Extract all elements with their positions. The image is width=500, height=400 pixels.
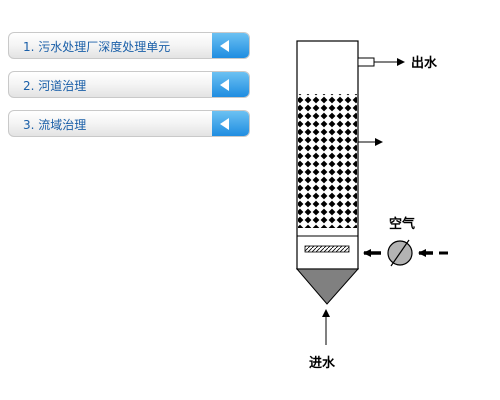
menu-item-label: 2. 河道治理 [23,79,87,93]
menu-item-label: 1. 污水处理厂深度处理单元 [23,40,171,54]
air-valve-slash [390,239,410,267]
menu-item-label: 3. 流域治理 [23,118,87,132]
nav-menu: 1. 污水处理厂深度处理单元 2. 河道治理 3. 流域治理 [8,32,250,149]
left-arrow-icon [220,118,229,130]
inlet-label: 进水 [309,355,336,371]
outlet-pipe [357,57,375,67]
menu-item-wastewater-treatment[interactable]: 1. 污水处理厂深度处理单元 [8,32,250,59]
menu-item-basin-treatment[interactable]: 3. 流域治理 [8,110,250,137]
arrow-tab [212,33,249,58]
menu-item-river-treatment[interactable]: 2. 河道治理 [8,71,250,98]
media-bed [298,94,357,228]
air-diffuser [304,245,350,253]
left-arrow-icon [220,40,229,52]
hopper-bottom [295,268,360,305]
arrow-tab [212,72,249,97]
arrow-tab [212,111,249,136]
left-arrow-icon [220,79,229,91]
air-label: 空气 [389,216,415,232]
outlet-label: 出水 [411,55,438,71]
